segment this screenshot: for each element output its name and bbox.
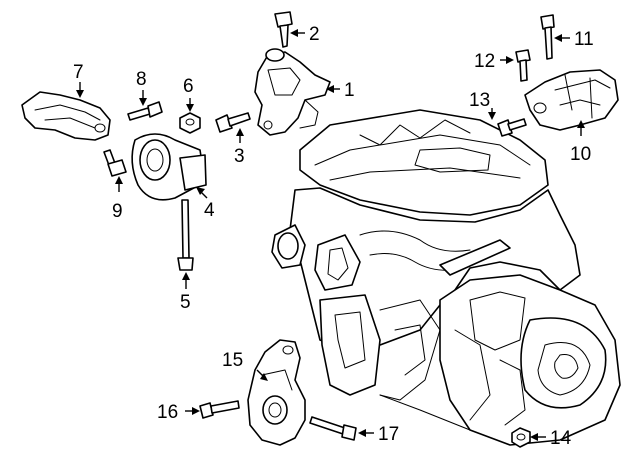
part-4-rubber-mount (131, 133, 207, 201)
callout-16-label: 16 (157, 402, 178, 423)
part-17-bolt (309, 416, 357, 441)
callout-1: 1 (326, 80, 355, 101)
callout-16: 16 (157, 402, 200, 423)
callout-4-label: 4 (204, 200, 215, 221)
callout-15: 15 (222, 350, 268, 381)
callout-2-label: 2 (309, 24, 320, 45)
callout-14: 14 (530, 428, 572, 449)
callout-10-label: 10 (570, 144, 591, 165)
part-14-nut (511, 427, 531, 448)
callout-2: 2 (290, 24, 320, 45)
part-1-engine-mount-bracket (254, 48, 331, 136)
callout-1-label: 1 (344, 80, 355, 101)
callout-17-label: 17 (378, 424, 399, 445)
callout-6-label: 6 (183, 76, 194, 97)
callout-8: 8 (136, 69, 147, 106)
part-10-right-mount (524, 69, 619, 131)
callout-15-label: 15 (222, 350, 243, 371)
callout-14-label: 14 (550, 428, 572, 449)
callout-4: 4 (196, 187, 215, 221)
callout-13-label: 13 (469, 90, 490, 111)
part-11-bolt (540, 14, 555, 60)
part-15-lower-mount (247, 339, 306, 446)
part-12-bolt (515, 49, 531, 82)
callout-11: 11 (554, 29, 594, 50)
part-3-bolt (215, 112, 251, 133)
callout-3: 3 (234, 128, 245, 167)
callout-7-label: 7 (73, 62, 84, 83)
part-13-bolt (497, 118, 527, 137)
callout-5-label: 5 (180, 292, 191, 313)
callout-10: 10 (570, 120, 591, 165)
part-5-long-bolt (177, 199, 194, 271)
callout-6: 6 (183, 76, 194, 112)
part-2-bolt (274, 11, 293, 48)
callout-8-label: 8 (136, 69, 147, 90)
callout-12: 12 (474, 51, 514, 72)
part-7-mount-bracket (21, 91, 111, 141)
callout-17: 17 (358, 424, 399, 445)
callout-12-label: 12 (474, 51, 495, 72)
part-16-bolt (199, 400, 240, 419)
callout-11-label: 11 (574, 29, 594, 50)
part-6-nut (179, 112, 201, 134)
callout-9: 9 (112, 176, 123, 222)
callout-3-label: 3 (234, 146, 245, 167)
callout-5: 5 (180, 272, 191, 313)
callout-13: 13 (469, 90, 496, 120)
engine-assembly-illustration (271, 109, 621, 446)
part-8-bolt (127, 101, 163, 121)
callout-9-label: 9 (112, 201, 123, 222)
part-9-bolt (103, 149, 127, 177)
callout-7: 7 (73, 62, 84, 98)
